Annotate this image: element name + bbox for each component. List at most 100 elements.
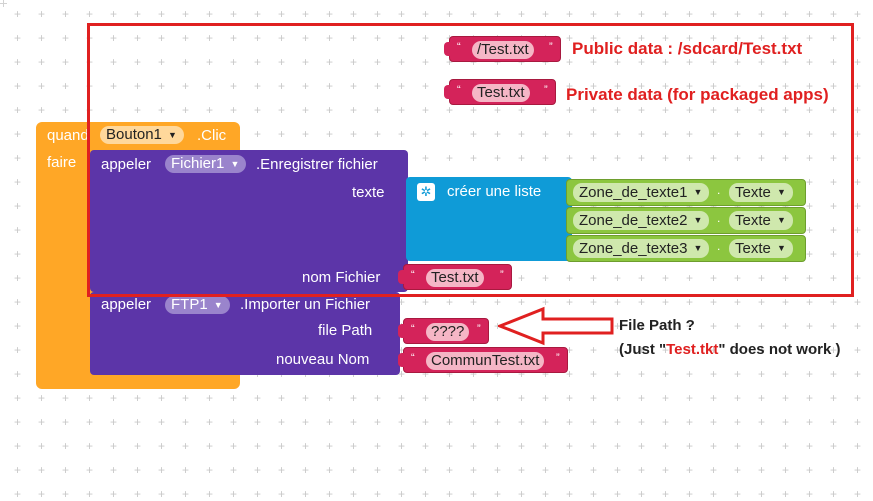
grid-dot: + bbox=[518, 367, 526, 381]
grid-dot: + bbox=[494, 127, 502, 141]
grid-dot: + bbox=[782, 127, 790, 141]
text-property-block-1[interactable]: Zone_de_texte1 ▼ . Texte ▼ bbox=[566, 179, 806, 206]
grid-dot: + bbox=[566, 487, 574, 501]
list-item-property-label: Texte bbox=[735, 184, 771, 201]
string-block-path[interactable]: “ ???? ” bbox=[398, 318, 489, 344]
grid-dot: + bbox=[326, 127, 334, 141]
gear-icon[interactable]: ✲ bbox=[417, 183, 435, 201]
grid-dot: + bbox=[182, 103, 190, 117]
list-item-component[interactable]: Zone_de_texte3 ▼ bbox=[573, 239, 710, 258]
grid-dot: + bbox=[14, 439, 22, 453]
grid-dot: + bbox=[566, 295, 574, 309]
grid-dot: + bbox=[734, 127, 742, 141]
ftp-component-dropdown[interactable]: FTP1 ▼ bbox=[165, 296, 230, 314]
grid-dot: + bbox=[758, 79, 766, 93]
grid-dot: + bbox=[158, 415, 166, 429]
ftp-method-label: .Importer un Fichier bbox=[240, 296, 371, 313]
grid-dot: + bbox=[422, 151, 430, 165]
grid-dot: + bbox=[686, 463, 694, 477]
call-block-ftp1-importer[interactable]: appeler FTP1 ▼ .Importer un Fichier file… bbox=[90, 292, 400, 375]
grid-dot: + bbox=[638, 271, 646, 285]
grid-dot: + bbox=[158, 55, 166, 69]
grid-dot: + bbox=[470, 295, 478, 309]
grid-dot: + bbox=[830, 295, 838, 309]
string-value[interactable]: ???? bbox=[426, 323, 470, 341]
string-block-filename[interactable]: “ Test.txt ” bbox=[398, 264, 512, 290]
grid-dot: + bbox=[470, 151, 478, 165]
grid-dot: + bbox=[494, 391, 502, 405]
grid-dot: + bbox=[254, 7, 262, 21]
grid-dot: + bbox=[494, 487, 502, 501]
list-item-property[interactable]: Texte ▼ bbox=[729, 239, 793, 258]
make-list-block[interactable]: ✲ créer une liste bbox=[406, 177, 572, 261]
grid-dot: + bbox=[806, 463, 814, 477]
grid-dot: + bbox=[446, 463, 454, 477]
grid-dot: + bbox=[830, 103, 838, 117]
grid-dot: + bbox=[782, 487, 790, 501]
text-property-block-3[interactable]: Zone_de_texte3 ▼ . Texte ▼ bbox=[566, 235, 806, 262]
grid-dot: + bbox=[830, 463, 838, 477]
grid-dot: + bbox=[758, 367, 766, 381]
grid-dot: + bbox=[734, 31, 742, 45]
grid-dot: + bbox=[254, 463, 262, 477]
arg-path-label: file Path bbox=[318, 322, 373, 339]
grid-dot: + bbox=[662, 79, 670, 93]
grid-dot: + bbox=[590, 343, 598, 357]
grid-dot: + bbox=[110, 487, 118, 501]
grid-dot: + bbox=[710, 127, 718, 141]
grid-dot: + bbox=[662, 391, 670, 405]
grid-dot: + bbox=[830, 55, 838, 69]
grid-dot: + bbox=[374, 79, 382, 93]
list-item-component[interactable]: Zone_de_texte2 ▼ bbox=[573, 211, 710, 230]
grid-dot: + bbox=[398, 439, 406, 453]
string-block-newname[interactable]: “ CommunTest.txt ” bbox=[398, 347, 568, 373]
grid-dot: + bbox=[662, 439, 670, 453]
grid-dot: + bbox=[326, 79, 334, 93]
grid-dot: + bbox=[830, 199, 838, 213]
grid-dot: + bbox=[230, 415, 238, 429]
grid-dot: + bbox=[398, 367, 406, 381]
grid-dot: + bbox=[710, 103, 718, 117]
string-value[interactable]: /Test.txt bbox=[472, 41, 534, 59]
grid-dot: + bbox=[806, 271, 814, 285]
grid-dot: + bbox=[566, 367, 574, 381]
grid-dot: + bbox=[302, 127, 310, 141]
grid-dot: + bbox=[710, 319, 718, 333]
grid-dot: + bbox=[638, 79, 646, 93]
grid-dot: + bbox=[830, 127, 838, 141]
grid-dot: + bbox=[302, 55, 310, 69]
string-value[interactable]: Test.txt bbox=[426, 269, 484, 287]
event-component-dropdown[interactable]: Bouton1 ▼ bbox=[100, 126, 184, 144]
grid-dot: + bbox=[614, 439, 622, 453]
grid-dot: + bbox=[710, 199, 718, 213]
save-component-dropdown[interactable]: Fichier1 ▼ bbox=[165, 155, 247, 173]
dot-separator: . bbox=[717, 211, 721, 225]
grid-dot: + bbox=[374, 31, 382, 45]
grid-dot: + bbox=[542, 463, 550, 477]
grid-dot: + bbox=[350, 127, 358, 141]
dot-separator: . bbox=[717, 239, 721, 253]
list-item-property[interactable]: Texte ▼ bbox=[729, 211, 793, 230]
grid-dot: + bbox=[110, 415, 118, 429]
grid-dot: + bbox=[542, 439, 550, 453]
string-block-public[interactable]: “ /Test.txt ” bbox=[444, 36, 561, 62]
grid-dot: + bbox=[494, 7, 502, 21]
grid-dot: + bbox=[566, 151, 574, 165]
event-component-label: Bouton1 bbox=[106, 126, 162, 143]
grid-dot: + bbox=[470, 7, 478, 21]
grid-dot: + bbox=[806, 103, 814, 117]
list-item-component[interactable]: Zone_de_texte1 ▼ bbox=[573, 183, 710, 202]
string-value[interactable]: Test.txt bbox=[472, 84, 530, 102]
list-item-property[interactable]: Texte ▼ bbox=[729, 183, 793, 202]
grid-dot: + bbox=[62, 391, 70, 405]
grid-dot: + bbox=[350, 415, 358, 429]
grid-dot: + bbox=[302, 31, 310, 45]
grid-dot: + bbox=[566, 55, 574, 69]
text-property-block-2[interactable]: Zone_de_texte2 ▼ . Texte ▼ bbox=[566, 207, 806, 234]
string-value[interactable]: CommunTest.txt bbox=[426, 352, 545, 370]
grid-dot: + bbox=[518, 127, 526, 141]
grid-dot: + bbox=[14, 31, 22, 45]
string-block-private[interactable]: “ Test.txt ” bbox=[444, 79, 556, 105]
grid-dot: + bbox=[38, 79, 46, 93]
call-block-fichier1-enregistrer[interactable]: appeler Fichier1 ▼ .Enregistrer fichier … bbox=[90, 150, 408, 292]
